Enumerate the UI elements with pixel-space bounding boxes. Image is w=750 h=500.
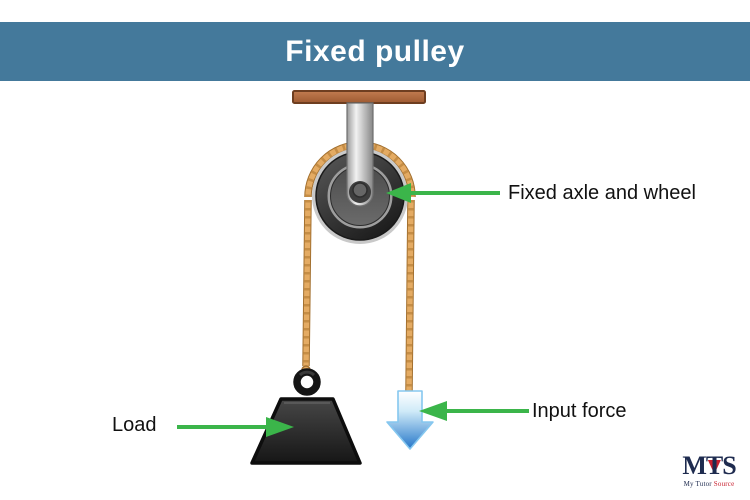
logo-letter-m: M xyxy=(682,451,707,480)
logo-letter-s: S xyxy=(722,451,737,480)
input-force-arrow-icon xyxy=(386,390,434,450)
axle-pointer-arrow-icon xyxy=(386,183,500,203)
axle-wheel-label: Fixed axle and wheel xyxy=(508,182,696,204)
load-weight xyxy=(250,365,362,465)
logo-tagline: My Tutor Source xyxy=(683,480,735,488)
axle-bracket xyxy=(346,102,374,207)
title-banner: Fixed pulley xyxy=(0,22,750,81)
page-title: Fixed pulley xyxy=(285,34,465,68)
callout-arrows xyxy=(177,183,529,437)
input-force-pointer-arrow-icon xyxy=(419,401,529,421)
load-pointer-arrow-icon xyxy=(177,417,294,437)
support-beam xyxy=(292,90,426,104)
input-force-label: Input force xyxy=(532,400,627,422)
logo-letter-t: T xyxy=(705,451,723,480)
load-label: Load xyxy=(112,414,157,436)
axle-icon xyxy=(352,182,368,198)
